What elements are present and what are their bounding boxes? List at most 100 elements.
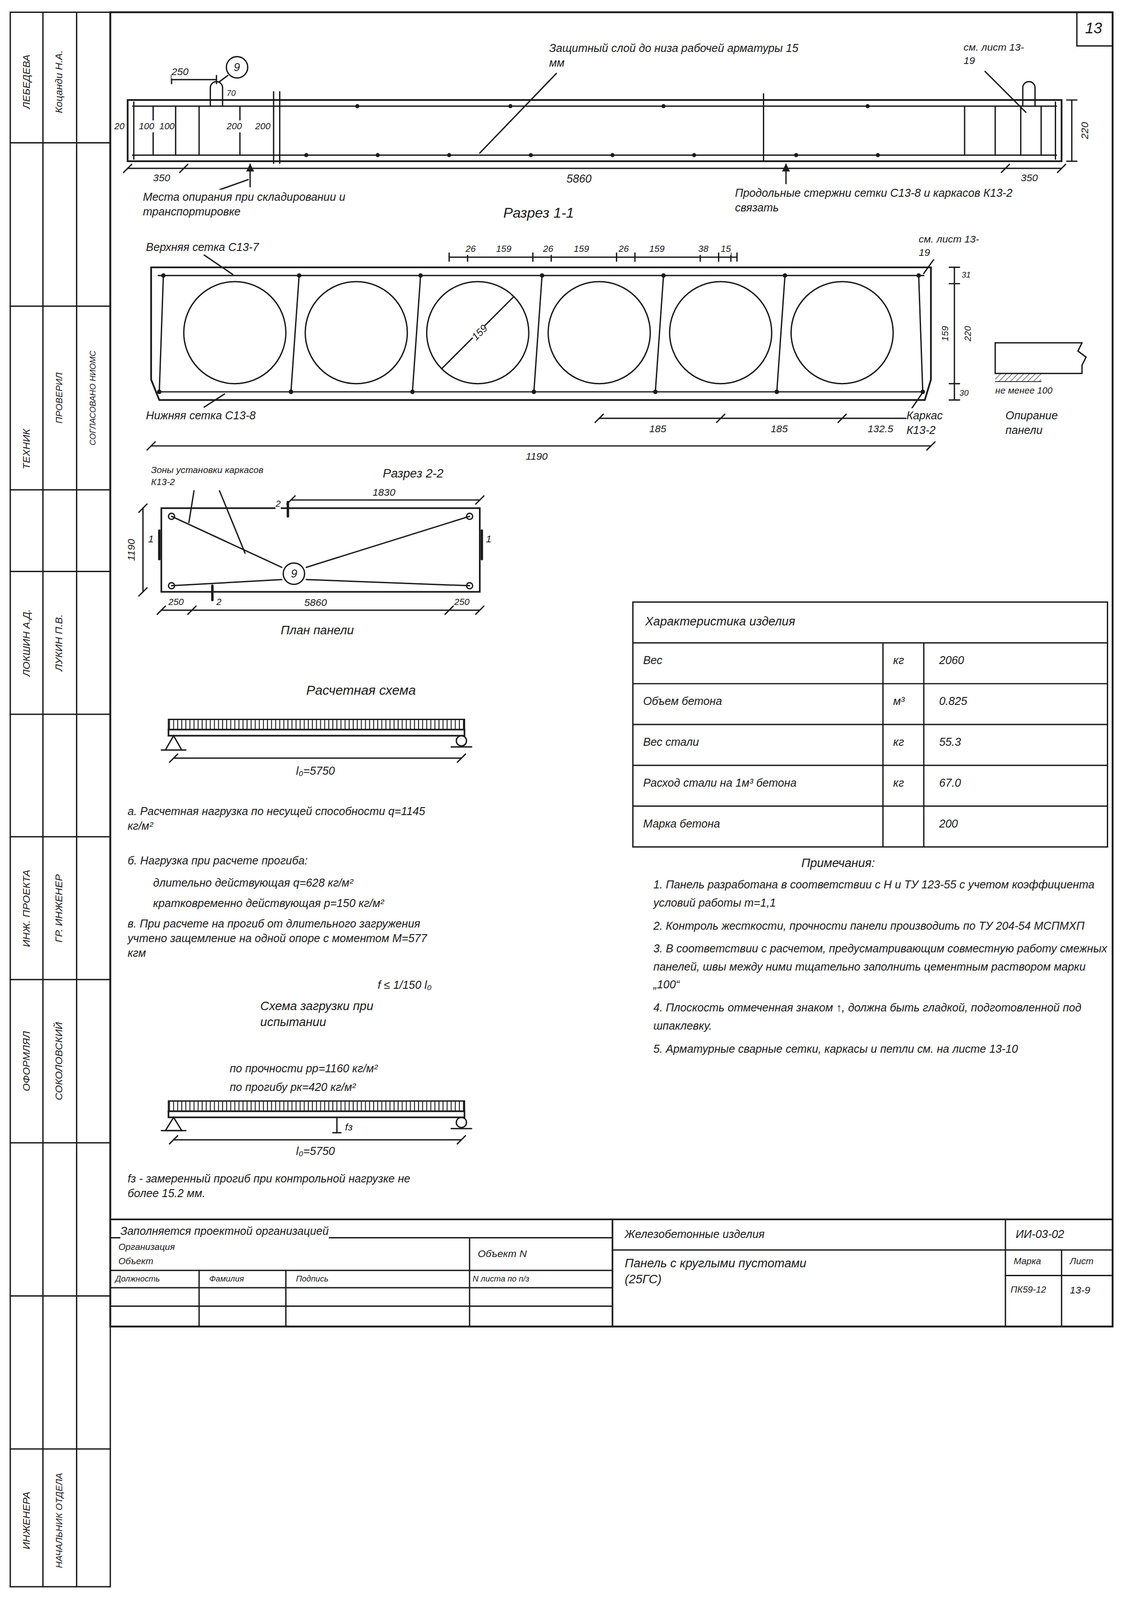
drawing-line <box>110 1270 613 1272</box>
drawing-line <box>920 389 926 395</box>
drawing-line <box>985 71 1026 113</box>
drawing-line <box>451 1128 472 1130</box>
drawing-line <box>1054 102 1057 160</box>
drawing-line <box>306 579 470 587</box>
drawing-line <box>168 719 465 731</box>
drawing-text: fз <box>345 1121 353 1135</box>
drawing-line <box>632 764 1108 766</box>
drawing-line <box>534 275 543 392</box>
drawing-line <box>110 1218 1113 1221</box>
drawing-text: НАЧАЛЬНИК ОТДЕЛА <box>53 1473 66 1569</box>
drawing-text: Железобетонные изделия <box>624 1227 765 1242</box>
drawing-text: 200 <box>255 120 271 133</box>
drawing-line <box>296 273 302 278</box>
design-scheme <box>161 719 472 763</box>
drawing-line <box>10 489 111 491</box>
drawing-text: Расход стали на 1м³ бетона <box>642 775 797 791</box>
drawing-line <box>159 275 164 392</box>
drawing-line <box>10 979 111 981</box>
drawing-text: 5860 <box>304 596 328 610</box>
drawing-line <box>211 586 214 601</box>
drawing-line <box>355 103 360 108</box>
drawing-line <box>10 142 111 144</box>
drawing-line <box>995 381 1042 383</box>
drawing-line <box>412 275 421 392</box>
drawing-line <box>653 389 658 395</box>
drawing-text: 100 <box>159 120 175 133</box>
drawing-line <box>304 103 881 157</box>
drawing-line <box>161 749 186 751</box>
drawing-text: ПРОВЕРИЛ <box>53 372 66 424</box>
drawing-line <box>161 508 480 592</box>
drawing-text: l₀=5750 <box>295 1144 335 1159</box>
drawing-line <box>594 414 603 423</box>
drawing-line <box>1004 1219 1006 1327</box>
drawing-line <box>774 389 779 395</box>
drawing-line <box>949 382 960 385</box>
drawing-line <box>615 253 618 262</box>
drawing-line <box>692 153 697 158</box>
drawing-text: 2. Контроль жесткости, прочности панели … <box>653 917 1108 935</box>
property-table <box>632 602 1108 847</box>
drawing-text: 20 <box>114 120 125 133</box>
drawing-text: 2 <box>275 498 281 511</box>
drawing-line <box>215 75 218 84</box>
drawing-text: Вес стали <box>642 734 699 750</box>
drawing-text: Коцанди Н.А. <box>52 50 66 114</box>
drawing-text: 13-9 <box>1069 1284 1091 1298</box>
drawing-line <box>183 281 287 384</box>
drawing-line <box>156 273 925 395</box>
drawing-line <box>426 281 529 384</box>
drawing-line <box>1001 164 1010 173</box>
drawing-line <box>110 1287 613 1289</box>
drawing-line <box>457 1136 466 1145</box>
drawing-text: Каркас К13-2 <box>906 408 968 438</box>
drawing-line <box>548 281 651 384</box>
drawing-text: 185 <box>770 422 788 436</box>
drawing-line <box>204 255 233 275</box>
drawing-text: Марка бетона <box>642 816 720 832</box>
drawing-text: б. Нагрузка при расчете прогиба: <box>127 853 434 869</box>
drawing-text: 1. Панель разработана в соответствии с Н… <box>653 875 1108 912</box>
drawing-line <box>949 283 960 285</box>
drawing-text: 250 <box>454 596 470 609</box>
drawing-text: 350 <box>153 171 171 185</box>
drawing-line <box>716 414 725 423</box>
drawing-line <box>466 513 473 520</box>
drawing-text: Опирание панели <box>1005 408 1098 438</box>
drawing-line <box>133 102 135 160</box>
drawing-line <box>285 1270 287 1327</box>
drawing-text: ИИ-03-02 <box>1015 1227 1065 1242</box>
drawing-text: 220 <box>1078 122 1092 140</box>
drawing-line <box>953 267 956 401</box>
drawing-text: ГР. ИНЖЕНЕР <box>52 874 66 943</box>
drawing-line <box>632 602 1108 847</box>
drawing-text: 30 <box>959 387 969 399</box>
drawing-text: Продольные стержни сетки С13-8 и каркасо… <box>734 185 1031 216</box>
drawing-line <box>158 391 924 393</box>
drawing-line <box>219 179 248 190</box>
drawing-line <box>875 153 880 158</box>
drawing-line <box>188 490 194 523</box>
drawing-line <box>168 582 175 590</box>
drawing-line <box>926 442 935 451</box>
drawing-text: 350 <box>1020 171 1038 185</box>
drawing-text: Схема загрузки при испытании <box>260 998 394 1031</box>
drawing-line <box>995 373 1042 382</box>
drawing-text: кг <box>893 775 904 791</box>
drawing-text: 159 <box>649 243 665 256</box>
drawing-text: План панели <box>280 622 355 639</box>
drawing-line <box>610 153 615 158</box>
drawing-line <box>219 490 245 554</box>
drawing-text: 250 <box>168 596 184 609</box>
drawing-text: в. При расчете на прогиб от длительного … <box>127 916 434 961</box>
drawing-line <box>10 1448 111 1451</box>
drawing-line <box>1066 160 1078 162</box>
drawing-text: 2060 <box>939 653 965 668</box>
drawing-text: Заполняется проектной организацией <box>120 1224 329 1239</box>
drawing-text: 4. Плоскость отмеченная знаком ↑, должна… <box>653 998 1108 1035</box>
drawing-text: 200 <box>226 120 242 133</box>
drawing-line <box>528 153 533 158</box>
drawing-line <box>187 606 196 615</box>
